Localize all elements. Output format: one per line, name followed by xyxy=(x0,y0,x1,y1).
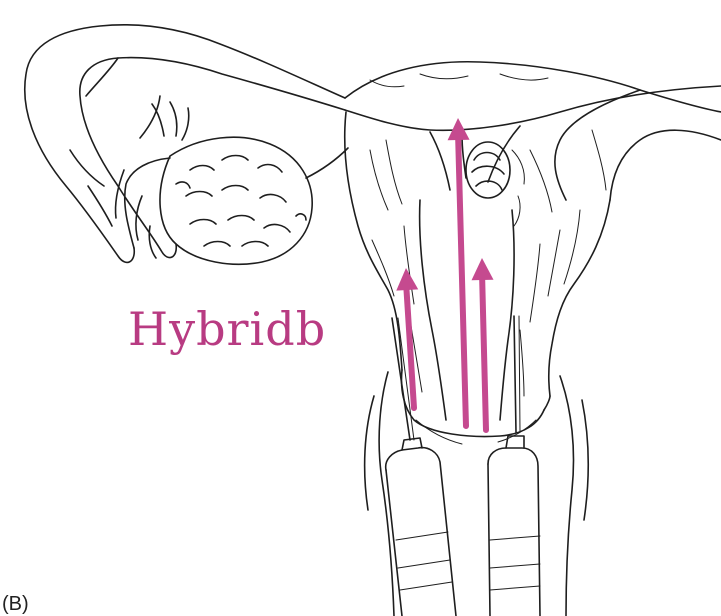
direction-arrows xyxy=(396,118,493,430)
syringe-left xyxy=(386,438,456,616)
up-arrow-icon xyxy=(472,258,494,280)
fibroid-lesion xyxy=(466,142,524,226)
arrow-right xyxy=(472,258,494,430)
syringe-right xyxy=(488,436,540,616)
uterus-texture xyxy=(370,74,606,396)
ovarian-ligament xyxy=(306,148,348,178)
fimbriae xyxy=(115,102,188,258)
fallopian-tube xyxy=(25,25,345,263)
panel-label: (B) xyxy=(2,594,29,614)
procedure-label: Hybridb xyxy=(128,306,326,352)
up-arrow-icon xyxy=(396,268,418,291)
ovary xyxy=(160,137,312,264)
